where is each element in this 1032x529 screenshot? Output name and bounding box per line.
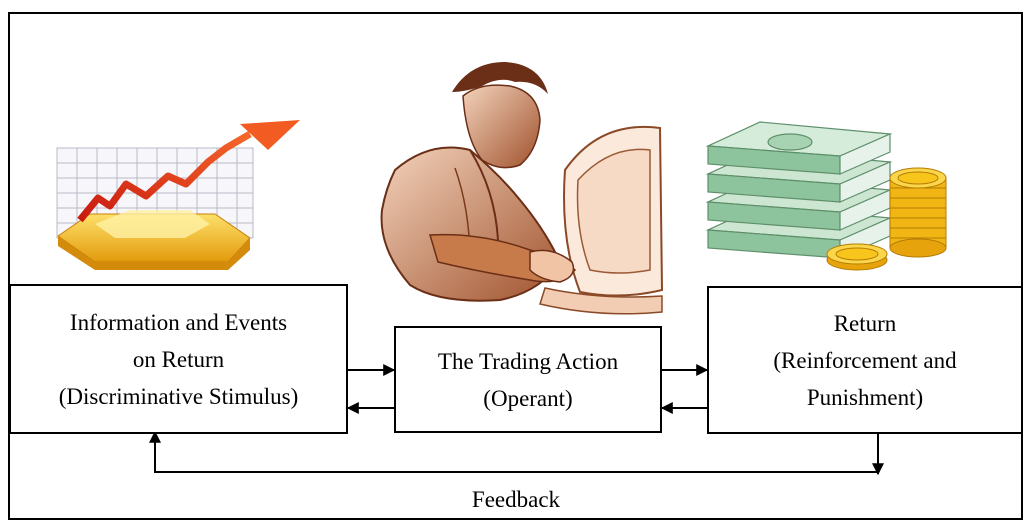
stimulus-box: Information and Events on Return (Discri…: [9, 284, 348, 434]
stimulus-line-1: Information and Events: [69, 309, 288, 335]
feedback-label: Feedback: [471, 487, 561, 512]
rising-chart-icon: [56, 120, 300, 270]
diagram-frame: [8, 12, 1023, 520]
money-stack-and-coins-icon: [705, 121, 947, 271]
operant-line-1: The Trading Action: [437, 348, 619, 374]
trader-at-computer-illustration: [380, 62, 664, 315]
return-line-3: Punishment): [806, 384, 924, 410]
return-line-1: Return: [833, 310, 897, 336]
return-line-2: (Reinforcement and: [773, 347, 957, 373]
stimulus-line-3: (Discriminative Stimulus): [58, 383, 299, 409]
feedback-arrow: [149, 430, 879, 473]
return-box: Return (Reinforcement and Punishment): [707, 286, 1023, 434]
stimulus-line-2: on Return: [132, 346, 225, 372]
operant-box: The Trading Action (Operant): [394, 326, 662, 433]
operant-line-2: (Operant): [483, 385, 573, 411]
